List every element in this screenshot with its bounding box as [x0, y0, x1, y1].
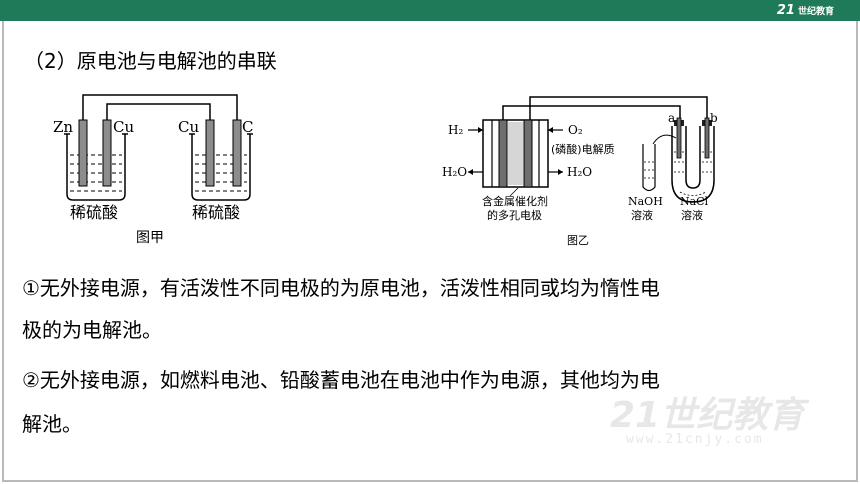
c-electrode — [232, 119, 242, 187]
right-beaker — [189, 119, 253, 201]
slide-frame — [2, 21, 858, 482]
label-nacl-solution: 溶液 — [681, 208, 703, 222]
wire-outer — [82, 94, 238, 120]
caption-figure-a: 图甲 — [136, 230, 164, 246]
label-zn: Zn — [53, 118, 73, 136]
section-heading: （2）原电池与电解池的串联 — [24, 49, 277, 73]
paragraph-2-line2: 解池。 — [22, 412, 82, 436]
porous-electrode-left — [498, 119, 508, 188]
naoh-tube — [642, 144, 656, 192]
wire-to-a — [502, 105, 681, 120]
label-h2o-right: H₂O — [567, 165, 592, 179]
cu-electrode-2 — [205, 119, 215, 187]
paragraph-1-line1: ①无外接电源，有活泼性不同电极的为原电池，活泼性相同或均为惰性电 — [22, 276, 660, 300]
logo-mark: 21 — [776, 3, 795, 18]
electrolyte-region — [508, 122, 523, 185]
header-bar: 21 世纪教育 — [0, 0, 860, 21]
label-naoh-solution: 溶液 — [631, 208, 653, 222]
zn-electrode — [78, 119, 88, 187]
paragraph-1-line2: 极的为电解池。 — [22, 318, 162, 342]
label-electrolyte: (磷酸)电解质 — [551, 142, 615, 156]
label-a: a — [668, 111, 675, 125]
label-solution-left: 稀硫酸 — [70, 203, 118, 222]
label-electrode-line1: 含金属催化剂 — [482, 194, 548, 208]
label-c: C — [242, 118, 253, 136]
label-b: b — [710, 111, 718, 125]
brand-logo: 21 世纪教育 — [777, 1, 834, 20]
wire-to-b — [529, 96, 708, 120]
figure-a: Zn Cu Cu C 稀硫酸 稀硫酸 图甲 — [53, 94, 253, 246]
cu-electrode — [102, 119, 112, 187]
label-o2: O₂ — [568, 123, 583, 137]
left-beaker — [64, 119, 128, 201]
leader-line — [509, 187, 519, 197]
watermark-text: 21世纪教育 — [610, 395, 805, 436]
label-h2: H₂ — [448, 123, 463, 137]
porous-electrode-right — [523, 119, 533, 188]
logo-text: 世纪教育 — [797, 7, 834, 17]
label-nacl: NaCl — [680, 195, 709, 208]
paragraph-2-line1: ②无外接电源，如燃料电池、铅酸蓄电池在电池中作为电源，其他均为电 — [22, 368, 660, 392]
label-cu-2: Cu — [178, 118, 199, 136]
electrode-b — [704, 117, 710, 159]
watermark-url: www.21cnjy.com — [626, 432, 764, 447]
wire-inner — [106, 103, 211, 120]
u-tube-outer — [671, 126, 715, 203]
label-solution-right: 稀硫酸 — [192, 203, 240, 222]
label-h2o-left: H₂O — [442, 165, 467, 179]
figure-b: H₂ O₂ H₂O H₂O (磷酸)电解质 含金属催化剂 的多孔电极 a b N… — [442, 96, 718, 247]
label-cu: Cu — [113, 118, 134, 136]
electrode-a — [676, 117, 682, 159]
label-naoh: NaOH — [628, 195, 663, 208]
delivery-tube — [652, 134, 677, 145]
caption-figure-b: 图乙 — [567, 234, 589, 247]
label-electrode-line2: 的多孔电极 — [487, 208, 542, 222]
apparatus-figure: Zn Cu Cu C 稀硫酸 稀硫酸 图甲 H₂ O₂ H₂O H₂O (磷酸)… — [53, 94, 718, 247]
u-tube-inner — [685, 126, 701, 189]
watermark: 21世纪教育 www.21cnjy.com — [540, 380, 840, 460]
